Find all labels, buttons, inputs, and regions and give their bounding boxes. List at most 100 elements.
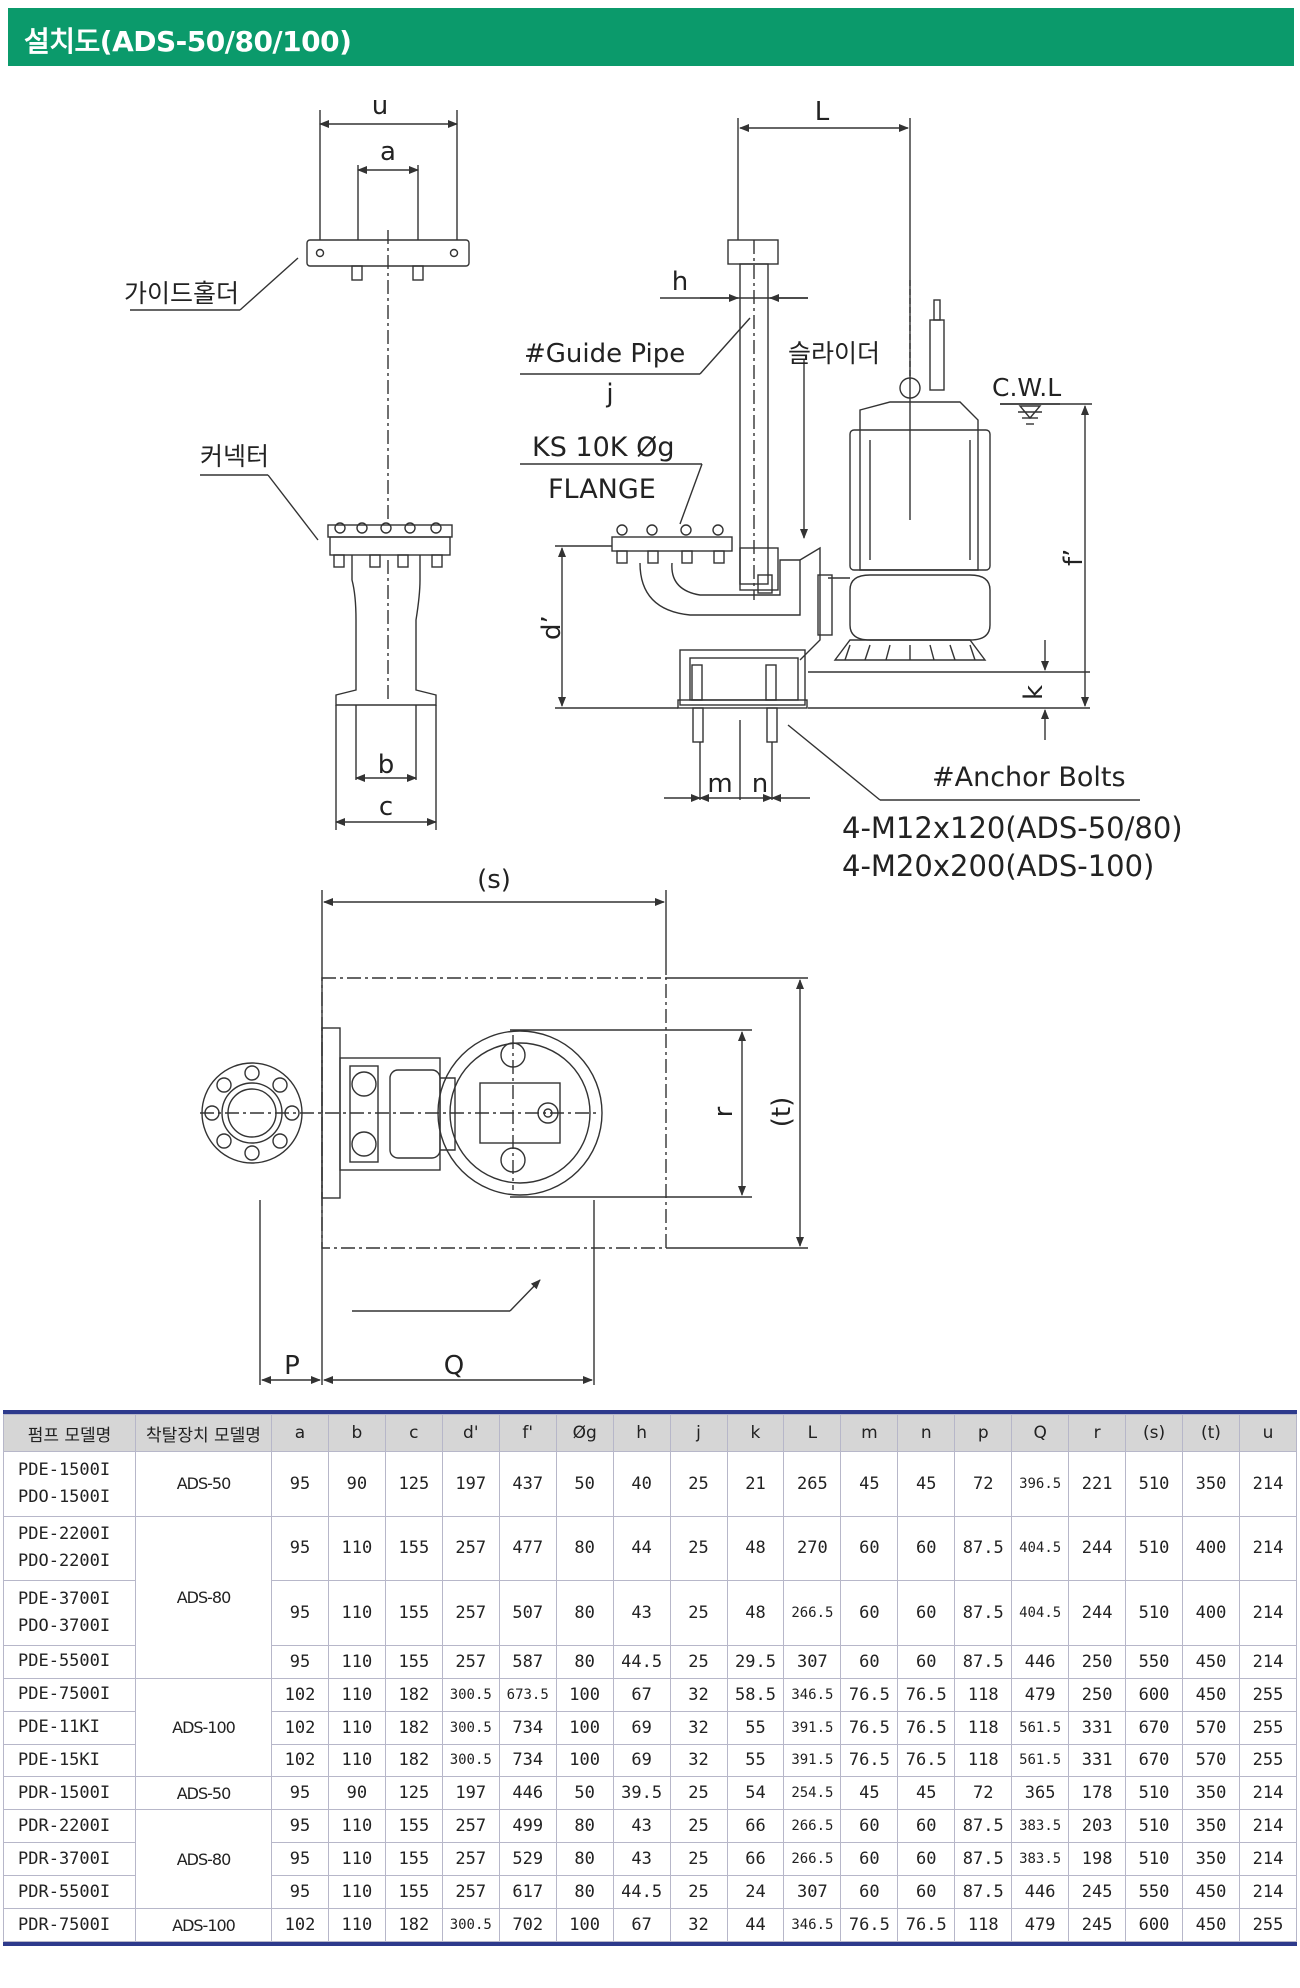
mount-model-cell: ADS-100 [135, 1908, 272, 1942]
value-cell: 346.5 [783, 1677, 842, 1712]
pump-model-cell: PDE-15KI [3, 1743, 136, 1778]
value-cell: 95 [271, 1451, 329, 1517]
value-cell: 87.5 [954, 1644, 1013, 1679]
value-cell: 587 [498, 1644, 557, 1679]
value-cell: 69 [612, 1743, 671, 1778]
column-header: a [271, 1414, 329, 1452]
mount-model-cell: ADS-50 [135, 1451, 272, 1517]
value-cell: 80 [555, 1809, 614, 1844]
anchor-bolts-label: #Anchor Bolts [932, 762, 1126, 793]
mount-model-cell: ADS-50 [135, 1776, 272, 1811]
value-cell: 479 [1011, 1908, 1070, 1942]
value-cell: 300.5 [441, 1677, 500, 1712]
guide-holder-view [130, 110, 470, 520]
value-cell: 60 [897, 1515, 956, 1582]
value-cell: 266.5 [783, 1580, 842, 1646]
value-cell: 76.5 [840, 1743, 899, 1778]
value-cell: 214 [1238, 1451, 1298, 1517]
value-cell: 95 [271, 1842, 329, 1877]
value-cell: 245 [1068, 1875, 1127, 1909]
value-cell: 221 [1068, 1451, 1127, 1517]
value-cell: 510 [1125, 1842, 1183, 1877]
cwl-label: C.W.L [992, 373, 1061, 402]
value-cell: 510 [1125, 1580, 1183, 1646]
value-cell: 300.5 [441, 1710, 500, 1745]
value-cell: 80 [555, 1644, 614, 1679]
value-cell: 214 [1238, 1842, 1298, 1877]
value-cell: 48 [726, 1580, 785, 1646]
value-cell: 244 [1068, 1580, 1127, 1646]
value-cell: 670 [1125, 1743, 1183, 1778]
value-cell: 43 [612, 1580, 671, 1646]
value-cell: 507 [498, 1580, 557, 1646]
value-cell: 25 [669, 1515, 728, 1582]
mount-model-cell: ADS-80 [135, 1809, 272, 1909]
value-cell: 198 [1068, 1842, 1127, 1877]
column-header: u [1238, 1414, 1298, 1452]
anchor-spec-line2: 4-M20x200(ADS-100) [842, 849, 1154, 883]
value-cell: 110 [327, 1875, 386, 1909]
value-cell: 110 [327, 1842, 386, 1877]
column-header: d' [441, 1414, 500, 1452]
value-cell: 60 [840, 1842, 899, 1877]
value-cell: 203 [1068, 1809, 1127, 1844]
value-cell: 50 [555, 1451, 614, 1517]
value-cell: 45 [840, 1451, 899, 1517]
value-cell: 125 [384, 1451, 443, 1517]
value-cell: 50 [555, 1776, 614, 1811]
column-header: j [669, 1414, 728, 1452]
dim-a-label: a [380, 137, 396, 167]
value-cell: 118 [954, 1743, 1013, 1778]
value-cell: 450 [1182, 1908, 1240, 1942]
value-cell: 72 [954, 1776, 1013, 1811]
value-cell: 245 [1068, 1908, 1127, 1942]
dim-f-label: f’ [1059, 549, 1089, 566]
value-cell: 499 [498, 1809, 557, 1844]
value-cell: 383.5 [1011, 1809, 1070, 1844]
column-header: 착탈장치 모델명 [135, 1414, 272, 1452]
value-cell: 110 [327, 1710, 386, 1745]
value-cell: 102 [271, 1710, 329, 1745]
value-cell: 55 [726, 1743, 785, 1778]
value-cell: 266.5 [783, 1842, 842, 1877]
value-cell: 214 [1238, 1644, 1298, 1679]
value-cell: 32 [669, 1710, 728, 1745]
installation-drawing: u a 가이드홀더 커넥터 b c L h #Guide Pipe j 슬라이더… [124, 91, 1183, 1385]
value-cell: 44 [612, 1515, 671, 1582]
value-cell: 446 [1011, 1875, 1070, 1909]
value-cell: 404.5 [1011, 1515, 1070, 1582]
value-cell: 80 [555, 1580, 614, 1646]
column-header: 펌프 모델명 [3, 1414, 136, 1452]
column-header: (s) [1125, 1414, 1183, 1452]
value-cell: 300.5 [441, 1743, 500, 1778]
value-cell: 80 [555, 1842, 614, 1877]
value-cell: 550 [1125, 1875, 1183, 1909]
column-header: Øg [555, 1414, 614, 1452]
value-cell: 48 [726, 1515, 785, 1582]
value-cell: 24 [726, 1875, 785, 1909]
section-title: 설치도(ADS-50/80/100) [24, 25, 352, 58]
value-cell: 32 [669, 1743, 728, 1778]
value-cell: 90 [327, 1776, 386, 1811]
value-cell: 25 [669, 1809, 728, 1844]
value-cell: 446 [498, 1776, 557, 1811]
value-cell: 250 [1068, 1644, 1127, 1679]
value-cell: 110 [327, 1580, 386, 1646]
value-cell: 155 [384, 1875, 443, 1909]
value-cell: 400 [1182, 1515, 1240, 1582]
value-cell: 450 [1182, 1644, 1240, 1679]
value-cell: 95 [271, 1776, 329, 1811]
value-cell: 307 [783, 1644, 842, 1679]
value-cell: 118 [954, 1908, 1013, 1942]
value-cell: 60 [897, 1809, 956, 1844]
value-cell: 76.5 [897, 1677, 956, 1712]
value-cell: 255 [1238, 1743, 1298, 1778]
value-cell: 404.5 [1011, 1580, 1070, 1646]
value-cell: 510 [1125, 1809, 1183, 1844]
value-cell: 350 [1182, 1451, 1240, 1517]
value-cell: 95 [271, 1875, 329, 1909]
value-cell: 66 [726, 1842, 785, 1877]
